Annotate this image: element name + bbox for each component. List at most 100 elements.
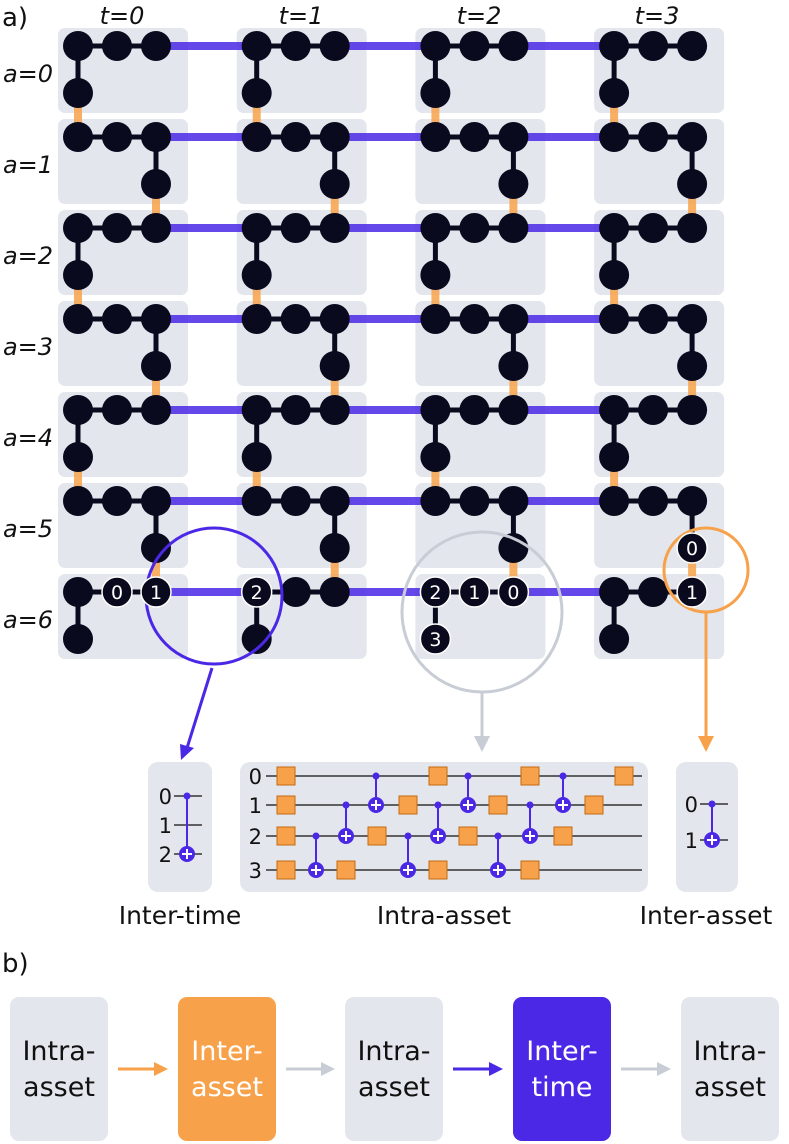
rotation-gate — [276, 860, 296, 880]
inter-time-couplers — [156, 42, 615, 596]
zoom-inter-asset: 01 — [662, 526, 750, 752]
qubit-node-icon — [677, 486, 708, 516]
qubit-index-label: 0 — [507, 582, 519, 604]
qubit-node-icon — [63, 78, 93, 108]
qubit-node-icon — [319, 351, 350, 381]
flow-label-line2: time — [531, 1072, 592, 1103]
qubit-node-icon — [498, 486, 529, 516]
qubit-node-icon — [638, 213, 669, 243]
qubit-node-icon — [599, 31, 630, 61]
qubit-node-icon — [101, 576, 133, 608]
qubit-node-icon — [241, 486, 272, 516]
qubit-node-icon — [599, 486, 630, 516]
qubit-node-icon — [63, 213, 93, 243]
qubit-node-icon — [599, 395, 630, 425]
flow-box — [345, 997, 443, 1141]
control-dot-icon — [404, 832, 412, 840]
panel-b-label: b) — [2, 949, 29, 979]
qubit-node-icon — [141, 169, 171, 199]
qubit-node-icon — [63, 577, 93, 607]
qubit-node-icon — [498, 31, 529, 61]
qubit-node-icon — [498, 395, 529, 425]
flow-label-line1: Inter- — [191, 1036, 262, 1067]
arrow-icon — [698, 736, 714, 752]
qubit-node-icon — [677, 169, 708, 199]
control-dot-icon — [526, 801, 534, 809]
time-label-3: t=3 — [635, 2, 680, 30]
qubit-node-icon — [638, 577, 669, 607]
qubit-node-icon — [280, 31, 311, 61]
qubit-node-icon — [319, 395, 350, 425]
qubit-node-icon — [63, 31, 93, 61]
qubit-index-label: 1 — [468, 582, 480, 604]
wire-label: 0 — [249, 765, 262, 789]
control-dot-icon — [183, 792, 191, 800]
qubit-node-icon — [599, 304, 630, 334]
qubit-node-icon — [420, 304, 451, 334]
rotation-gate — [520, 766, 540, 786]
qubit-node-icon — [102, 395, 132, 425]
circuit-box-inter-time — [148, 762, 212, 892]
qubit-node-icon — [677, 395, 708, 425]
qubit-node-icon — [141, 533, 171, 563]
asset-label-6: a=6 — [3, 606, 53, 634]
wire-label: 2 — [249, 825, 262, 849]
arrow-icon — [180, 744, 194, 760]
qubit-node-icon — [420, 486, 451, 516]
qubit-node-icon — [280, 213, 311, 243]
arrow-icon — [154, 1062, 168, 1076]
time-labels: t=0 t=1 t=2 t=3 — [100, 2, 680, 30]
wire-label: 0 — [685, 793, 698, 817]
arrow-icon — [657, 1062, 671, 1076]
qubit-node-icon — [141, 213, 171, 243]
control-dot-icon — [312, 832, 320, 840]
qubit-node-icon — [319, 169, 350, 199]
qubit-node-icon — [498, 213, 529, 243]
qubit-node-icon — [319, 304, 350, 334]
asset-labels: a=0 a=1 a=2 a=3 a=4 a=5 a=6 — [3, 60, 53, 634]
qubit-node-icon — [677, 213, 708, 243]
qubit-node-icon — [498, 351, 529, 381]
qubit-node-icon — [63, 395, 93, 425]
flow-box — [10, 997, 108, 1141]
qubit-index-label: 1 — [150, 582, 162, 604]
qubit-node-icon — [63, 122, 93, 152]
control-dot-icon — [559, 772, 567, 780]
qubit-node-icon — [498, 304, 529, 334]
qubit-node-icon — [319, 213, 350, 243]
flow-label-line2: asset — [694, 1072, 766, 1103]
qubit-node-icon — [280, 304, 311, 334]
qubit-node-icon — [420, 31, 451, 61]
qubit-node-icon — [459, 122, 490, 152]
rotation-gate — [276, 826, 296, 846]
asset-label-2: a=2 — [3, 242, 53, 270]
arrow-icon — [321, 1062, 335, 1076]
qubit-node-icon — [459, 213, 490, 243]
circuit-inter-time: 012 — [159, 785, 202, 867]
qubit-node-icon — [102, 304, 132, 334]
flow-label-line2: asset — [191, 1072, 263, 1103]
qubit-node-icon — [141, 122, 171, 152]
qubit-node-icon — [241, 31, 272, 61]
time-label-0: t=0 — [100, 2, 145, 30]
control-dot-icon — [372, 772, 380, 780]
qubit-node-icon — [241, 78, 272, 108]
caption-intra-asset: Intra-asset — [377, 901, 511, 930]
qubit-node-icon — [280, 486, 311, 516]
qubit-node-icon — [497, 576, 530, 608]
qubit-node-icon — [241, 442, 272, 472]
qubit-node-icon — [240, 576, 273, 608]
qubit-node-icon — [141, 31, 171, 61]
qubit-node-icon — [141, 351, 171, 381]
qubit-node-icon — [319, 577, 350, 607]
qubit-node-icon — [319, 122, 350, 152]
rotation-gate — [428, 860, 448, 880]
rotation-gate — [520, 860, 540, 880]
qubit-node-icon — [63, 260, 93, 290]
asset-label-5: a=5 — [3, 515, 53, 543]
qubit-node-icon — [419, 576, 452, 608]
